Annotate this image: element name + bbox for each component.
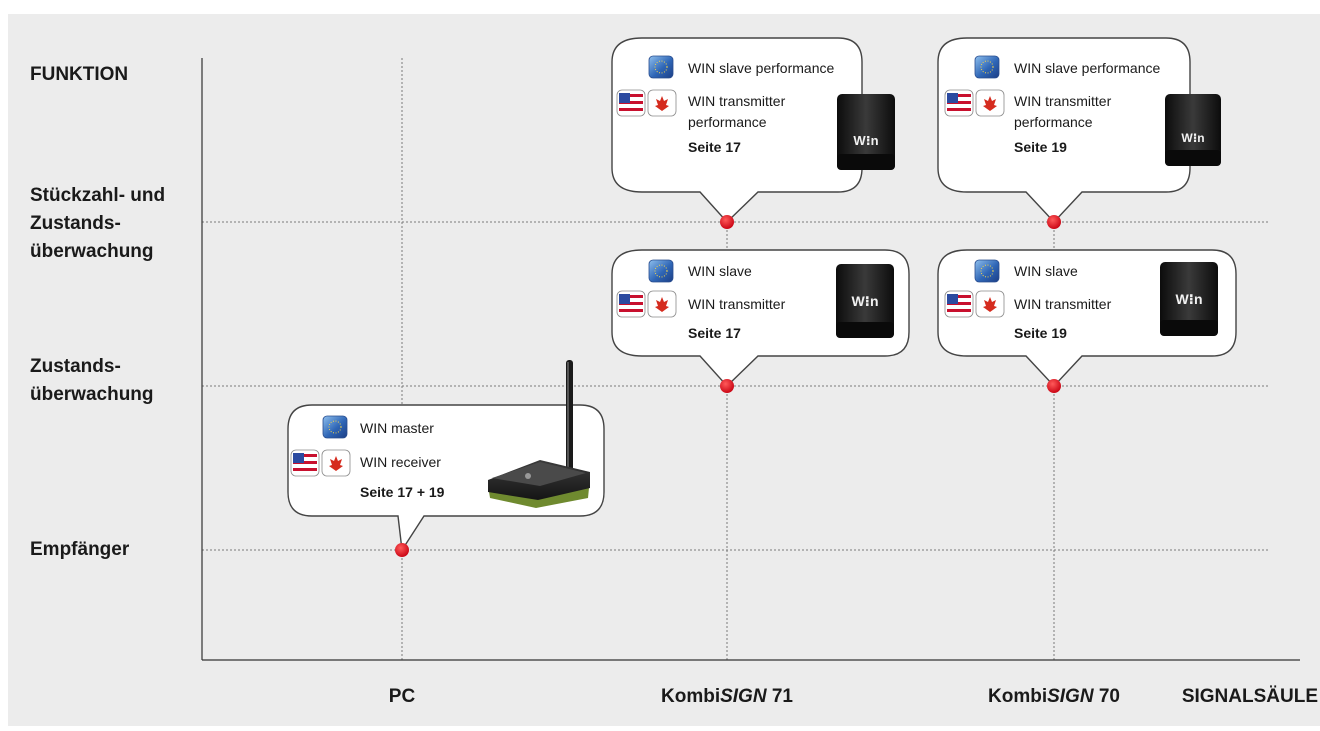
marker-kombisign-70-level-1: [1047, 215, 1061, 229]
eu-flag-icon: [648, 259, 674, 283]
y-axis-title: FUNKTION: [30, 64, 128, 85]
page-reference: Seite 17: [688, 139, 741, 155]
us-flag-icon: [616, 290, 646, 318]
callout-line-2: WIN transmitter: [688, 93, 786, 109]
x-col-pc-text: PC: [389, 686, 416, 707]
x-col-kombisign-71-label: KombiSIGN 71: [661, 686, 793, 707]
y-level-1-label: Stückzahl- und Zustands- überwachung: [30, 185, 170, 262]
marker-kombisign-71-level-2: [720, 379, 734, 393]
callout-line-1: WIN slave: [688, 263, 752, 279]
page-reference: Seite 19: [1014, 139, 1067, 155]
callout-kombisign-71-standard: WIN slave WIN transmitter Seite 17 W⁝n: [611, 249, 910, 388]
marker-pc-level-3: [395, 543, 409, 557]
canada-flag-icon: [321, 449, 351, 477]
us-flag-icon: [944, 290, 974, 318]
us-flag-icon: [944, 89, 974, 117]
win-logo-text: W⁝n: [851, 293, 878, 309]
callout-line-1: WIN slave: [1014, 263, 1078, 279]
axes: [201, 58, 1300, 661]
y-level-1-line-1: Stückzahl- und: [30, 185, 165, 206]
x-col-pc-label: PC: [389, 686, 416, 707]
eu-flag-icon: [974, 55, 1000, 79]
win-module-icon: W⁝n: [1165, 94, 1221, 166]
y-level-1-line-3: überwachung: [30, 241, 154, 262]
x-axis-title: SIGNALSÄULE: [1182, 686, 1318, 707]
callout-line-1: WIN master: [360, 420, 434, 436]
canada-flag-icon: [975, 290, 1005, 318]
callout-bubble: [611, 249, 910, 388]
canada-flag-icon: [647, 290, 677, 318]
callout-line-2: WIN transmitter: [1014, 296, 1112, 312]
y-level-2-line-1: Zustands-: [30, 356, 121, 377]
win-module-icon: W⁝n: [836, 264, 894, 338]
win-module-icon: W⁝n: [1160, 262, 1218, 336]
callout-line-1: WIN slave performance: [1014, 60, 1160, 76]
y-level-1-line-2: Zustands-: [30, 213, 121, 234]
us-flag-icon: [290, 449, 320, 477]
callout-line-1: WIN slave performance: [688, 60, 834, 76]
x-col-70-italic: SIGN: [1047, 686, 1095, 707]
x-col-71-suffix: 71: [767, 686, 794, 707]
page-reference: Seite 17: [688, 325, 741, 341]
callout-bubble: [611, 37, 863, 224]
x-col-71-prefix: Kombi: [661, 686, 720, 707]
x-col-71-italic: SIGN: [720, 686, 768, 707]
y-level-3-line-1: Empfänger: [30, 539, 130, 560]
win-logo-text: W⁝n: [853, 133, 878, 148]
callout-bubble: [287, 404, 605, 553]
callout-line-3: performance: [688, 114, 767, 130]
x-col-70-prefix: Kombi: [988, 686, 1047, 707]
position-markers: [395, 215, 1061, 557]
win-logo-text: W⁝n: [1181, 131, 1204, 145]
receiver-antenna-icon: [488, 360, 590, 508]
y-level-2-label: Zustands- überwachung: [30, 356, 154, 405]
callout-text-block: WIN transmitter performance: [1014, 93, 1115, 130]
y-level-3-label: Empfänger: [30, 539, 130, 560]
canada-flag-icon: [975, 89, 1005, 117]
y-level-2-line-2: überwachung: [30, 384, 154, 405]
marker-kombisign-70-level-2: [1047, 379, 1061, 393]
callout-line-2: WIN transmitter: [1014, 93, 1112, 109]
marker-kombisign-71-level-1: [720, 215, 734, 229]
callout-line-3: performance: [1014, 114, 1093, 130]
x-col-70-suffix: 70: [1094, 686, 1120, 707]
callout-bubble: [937, 37, 1191, 224]
eu-flag-icon: [322, 415, 348, 439]
eu-flag-icon: [648, 55, 674, 79]
callout-kombisign-70-standard: WIN slave WIN transmitter Seite 19 W⁝n: [937, 249, 1237, 388]
us-flag-icon: [616, 89, 646, 117]
callout-line-2: WIN receiver: [360, 454, 441, 470]
canada-flag-icon: [647, 89, 677, 117]
callout-kombisign-71-performance: WIN slave performance WIN transmitter pe…: [611, 37, 895, 224]
x-col-kombisign-70-label: KombiSIGN 70: [988, 686, 1120, 707]
callout-line-2: WIN transmitter: [688, 296, 786, 312]
callout-text-block: WIN transmitter performance: [688, 93, 789, 130]
eu-flag-icon: [974, 259, 1000, 283]
callout-kombisign-70-performance: WIN slave performance WIN transmitter pe…: [937, 37, 1221, 224]
win-module-icon: W⁝n: [837, 94, 895, 170]
page-reference: Seite 17 + 19: [360, 484, 445, 500]
page-reference: Seite 19: [1014, 325, 1067, 341]
win-logo-text: W⁝n: [1175, 291, 1202, 307]
callout-pc-receiver: WIN master WIN receiver Seite 17 + 19: [287, 404, 605, 553]
